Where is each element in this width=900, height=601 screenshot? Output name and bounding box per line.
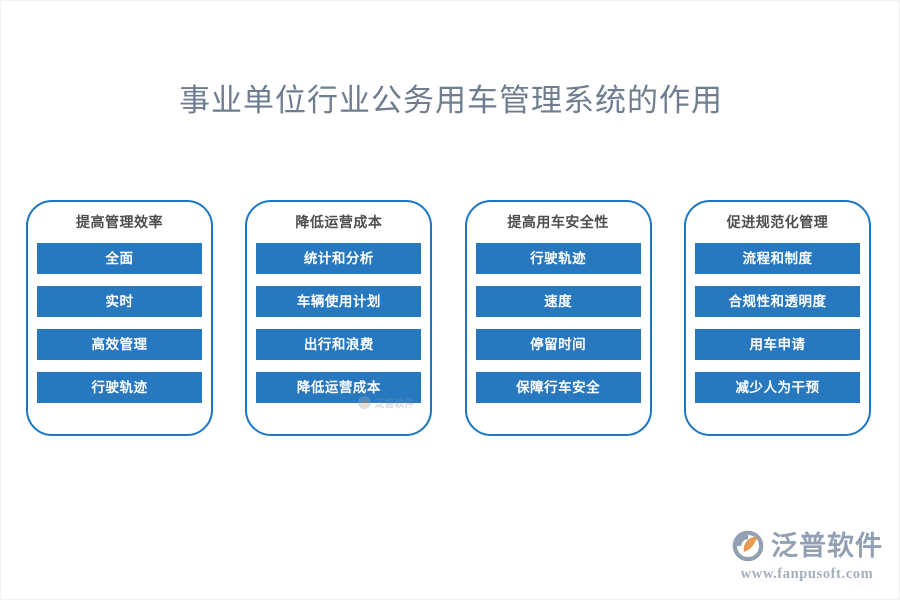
card-item[interactable]: 高效管理 (37, 329, 202, 360)
brand-logo: 泛普软件 www.fanpusoft.com (731, 529, 883, 583)
card-item[interactable]: 车辆使用计划 (256, 286, 422, 317)
card-item[interactable]: 保障行车安全 (475, 372, 641, 403)
page-title: 事业单位行业公务用车管理系统的作用 (179, 83, 723, 118)
card-title: 降低运营成本 (295, 214, 383, 230)
card-item-list: 全面 实时 高效管理 行驶轨迹 (37, 243, 202, 403)
card-item[interactable]: 停留时间 (475, 329, 641, 360)
card-item[interactable]: 降低运营成本 (256, 372, 422, 403)
card-item[interactable]: 全面 (37, 243, 202, 274)
card-item[interactable]: 出行和浪费 (256, 329, 422, 360)
card-item-list: 流程和制度 合规性和透明度 用车申请 减少人为干预 (694, 243, 860, 403)
card-item-list: 行驶轨迹 速度 停留时间 保障行车安全 (475, 243, 641, 403)
card-title: 促进规范化管理 (726, 214, 829, 230)
card-item-list: 统计和分析 车辆使用计划 出行和浪费 降低运营成本 (256, 243, 422, 403)
cards-row: 提高管理效率 全面 实时 高效管理 行驶轨迹 降低运营成本 统计和分析 车辆使用… (26, 200, 871, 436)
card-item[interactable]: 行驶轨迹 (475, 243, 641, 274)
card-item[interactable]: 速度 (475, 286, 641, 317)
card-item[interactable]: 流程和制度 (694, 243, 860, 274)
card-reduce-operating-cost[interactable]: 降低运营成本 统计和分析 车辆使用计划 出行和浪费 降低运营成本 泛普软件 (245, 200, 433, 436)
card-item[interactable]: 用车申请 (694, 329, 860, 360)
brand-logo-row: 泛普软件 (731, 529, 883, 563)
brand-name: 泛普软件 (771, 530, 883, 561)
card-item[interactable]: 减少人为干预 (694, 372, 860, 403)
card-item[interactable]: 行驶轨迹 (37, 372, 202, 403)
card-improve-management-efficiency[interactable]: 提高管理效率 全面 实时 高效管理 行驶轨迹 (26, 200, 213, 436)
fanpu-logo-icon (732, 530, 764, 562)
card-promote-standardized-management[interactable]: 促进规范化管理 流程和制度 合规性和透明度 用车申请 减少人为干预 (683, 200, 871, 436)
card-improve-vehicle-safety[interactable]: 提高用车安全性 行驶轨迹 速度 停留时间 保障行车安全 (464, 200, 652, 436)
card-item[interactable]: 合规性和透明度 (694, 286, 860, 317)
brand-url: www.fanpusoft.com (740, 566, 874, 582)
card-item[interactable]: 统计和分析 (256, 243, 422, 274)
card-title: 提高用车安全性 (507, 214, 609, 230)
card-item[interactable]: 实时 (37, 286, 202, 317)
card-title: 提高管理效率 (76, 214, 163, 230)
